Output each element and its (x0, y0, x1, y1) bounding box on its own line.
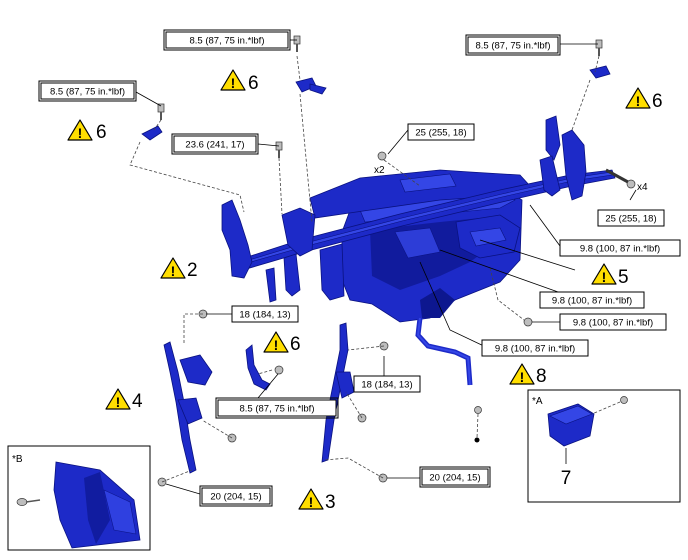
inset-b: *B (7, 445, 151, 551)
part-3-bracket (321, 322, 355, 463)
warning-callout-6: ! 6 (625, 87, 663, 112)
torque-spec-label: 9.8 (100, 87 in.*lbf) (495, 344, 575, 355)
warning-callout-6: ! 6 (67, 119, 107, 143)
warning-callout-6: ! 6 (220, 69, 259, 94)
warning-callout-4: ! 4 (105, 388, 143, 412)
torque-spec-label: 18 (184, 13) (239, 310, 290, 321)
inset-label: *B (12, 454, 23, 465)
warning-icon (220, 69, 246, 91)
svg-text:!: ! (636, 93, 641, 109)
warning-icon (298, 488, 324, 510)
torque-spec-label: 8.5 (87, 75 in.*lbf) (240, 404, 315, 415)
torque-spec-label: 8.5 (87, 75 in.*lbf) (476, 41, 551, 52)
torque-spec-label: 9.8 (100, 87 in.*lbf) (552, 296, 632, 307)
quantity-label: x2 (374, 165, 385, 176)
torque-spec-label: 25 (255, 18) (605, 214, 656, 225)
bolt (626, 179, 636, 189)
part-number-label: 5 (618, 267, 629, 288)
svg-text:!: ! (231, 75, 236, 91)
part-number-label: 4 (132, 391, 143, 412)
torque-spec-label: 9.8 (100, 87 in.*lbf) (580, 244, 660, 255)
warning-callout-6: ! 6 (263, 331, 301, 355)
svg-text:!: ! (78, 125, 83, 141)
torque-spec-label: 20 (204, 15) (429, 473, 480, 484)
clip (16, 498, 28, 506)
warning-callout-2: ! 2 (160, 257, 198, 281)
svg-text:!: ! (520, 369, 525, 385)
part-6-bracket-top-left (141, 125, 163, 141)
part-number-label: 2 (187, 260, 198, 281)
part-number-label: 6 (652, 91, 663, 112)
part-number-label: 7 (561, 468, 572, 489)
bolt (620, 396, 628, 404)
leader-lines (135, 39, 637, 495)
part-number-label: 6 (96, 122, 107, 143)
svg-text:!: ! (602, 269, 607, 285)
svg-text:!: ! (274, 337, 279, 353)
svg-text:!: ! (116, 394, 121, 410)
torque-spec-label: 20 (204, 15) (210, 492, 261, 503)
warning-icon (160, 257, 186, 279)
warning-callout-8: ! 8 (509, 363, 547, 387)
torque-spec-labels: 8.5 (87, 75 in.*lbf) 8.5 (87, 75 in.*lbf… (38, 29, 681, 507)
warning-icon (591, 263, 617, 285)
bolt (274, 365, 284, 375)
torque-spec-label: 18 (184, 13) (361, 380, 412, 391)
inset-label: *A (532, 396, 543, 407)
warning-callouts: ! 6 ! 6 ! 6 ! 2 ! 5 ! 6 (67, 69, 663, 513)
svg-text:!: ! (171, 263, 176, 279)
torque-spec-label: 23.6 (241, 17) (185, 140, 244, 151)
part-number-label: 6 (248, 73, 259, 94)
warning-callout-5: ! 5 (591, 263, 629, 288)
part-number-label: 8 (536, 366, 547, 387)
part-6-bracket-top-center (295, 77, 327, 95)
part-4-bracket (163, 341, 213, 474)
torque-spec-label: 8.5 (87, 75 in.*lbf) (50, 87, 125, 98)
part-number-label: 6 (290, 334, 301, 355)
svg-text:!: ! (309, 494, 314, 510)
warning-icon (509, 363, 535, 385)
warning-icon (625, 87, 651, 109)
torque-spec-label: 25 (255, 18) (415, 128, 466, 139)
inset-a: *A 7 (527, 389, 681, 503)
warning-callout-3: ! 3 (298, 488, 336, 513)
torque-spec-label: 8.5 (87, 75 in.*lbf) (190, 36, 265, 47)
warning-icon (67, 119, 93, 141)
quantity-label: x4 (637, 182, 648, 193)
torque-spec-label: 9.8 (100, 87 in.*lbf) (573, 318, 653, 329)
instrument-panel-reinforcement-assembly (221, 115, 616, 386)
part-6-bracket-top-right (589, 65, 611, 79)
part-number-label: 3 (325, 492, 336, 513)
dashed-leaders (27, 55, 600, 503)
bolt (377, 151, 387, 161)
bolt (474, 406, 482, 414)
warning-icon (105, 388, 131, 410)
warning-icon (263, 331, 289, 353)
bolt (523, 317, 533, 327)
